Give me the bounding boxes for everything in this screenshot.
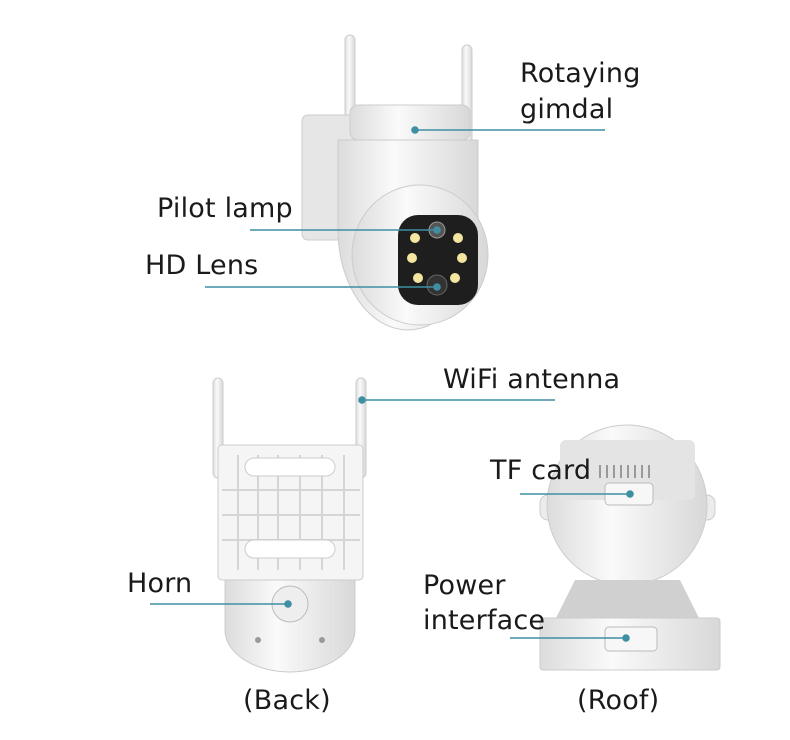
label-hd-lens: HD Lens xyxy=(145,250,259,281)
label-gimbal-line1: Rotaying xyxy=(520,58,641,89)
front-camera xyxy=(301,34,489,331)
caption-back: (Back) xyxy=(243,685,331,716)
label-power-line1: Power xyxy=(423,570,506,601)
leader-lines xyxy=(150,126,634,642)
label-tf-card: TF card xyxy=(490,455,592,486)
caption-roof: (Roof) xyxy=(577,685,660,716)
back-camera xyxy=(212,377,367,673)
roof-camera xyxy=(539,424,721,671)
label-horn: Horn xyxy=(127,568,193,599)
power-port-icon xyxy=(604,626,658,652)
label-wifi-antenna: WiFi antenna xyxy=(443,364,621,395)
label-gimbal-line2: gimdal xyxy=(520,94,614,125)
label-pilot-lamp: Pilot lamp xyxy=(157,193,293,224)
label-power-line2: interface xyxy=(423,605,546,636)
